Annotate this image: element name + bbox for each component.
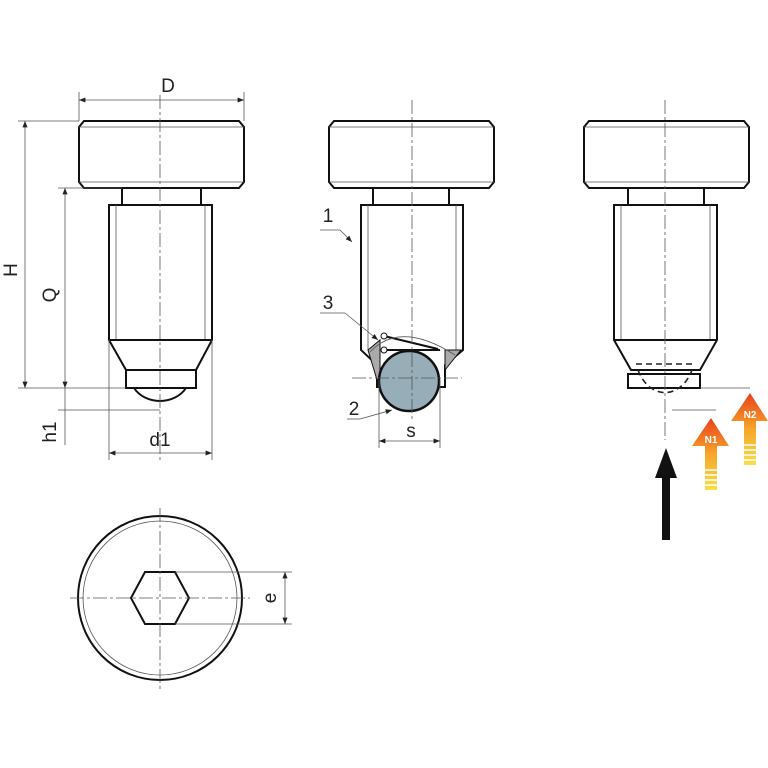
force-arrow — [655, 448, 677, 540]
label-part-2: 2 — [349, 399, 360, 420]
label-e: e — [260, 593, 281, 604]
label-s: s — [406, 421, 416, 442]
svg-text:N1: N1 — [705, 435, 718, 446]
arrow-N1: N1 — [692, 418, 729, 490]
arrow-N2: N2 — [731, 393, 768, 465]
label-d1: d1 — [149, 430, 170, 451]
plunger-force-view: N1 N2 — [583, 100, 768, 540]
dimension-lines — [18, 92, 245, 460]
label-part-3: 3 — [323, 293, 334, 314]
label-Q: Q — [40, 288, 61, 303]
label-H: H — [1, 263, 22, 277]
label-D: D — [161, 76, 175, 97]
plunger-top-view — [70, 508, 292, 690]
svg-text:N2: N2 — [744, 410, 757, 421]
plunger-side-view — [78, 95, 245, 460]
ball — [377, 349, 441, 413]
label-h1: h1 — [40, 421, 61, 442]
plunger-section-view — [320, 100, 495, 448]
label-part-1: 1 — [323, 206, 334, 227]
